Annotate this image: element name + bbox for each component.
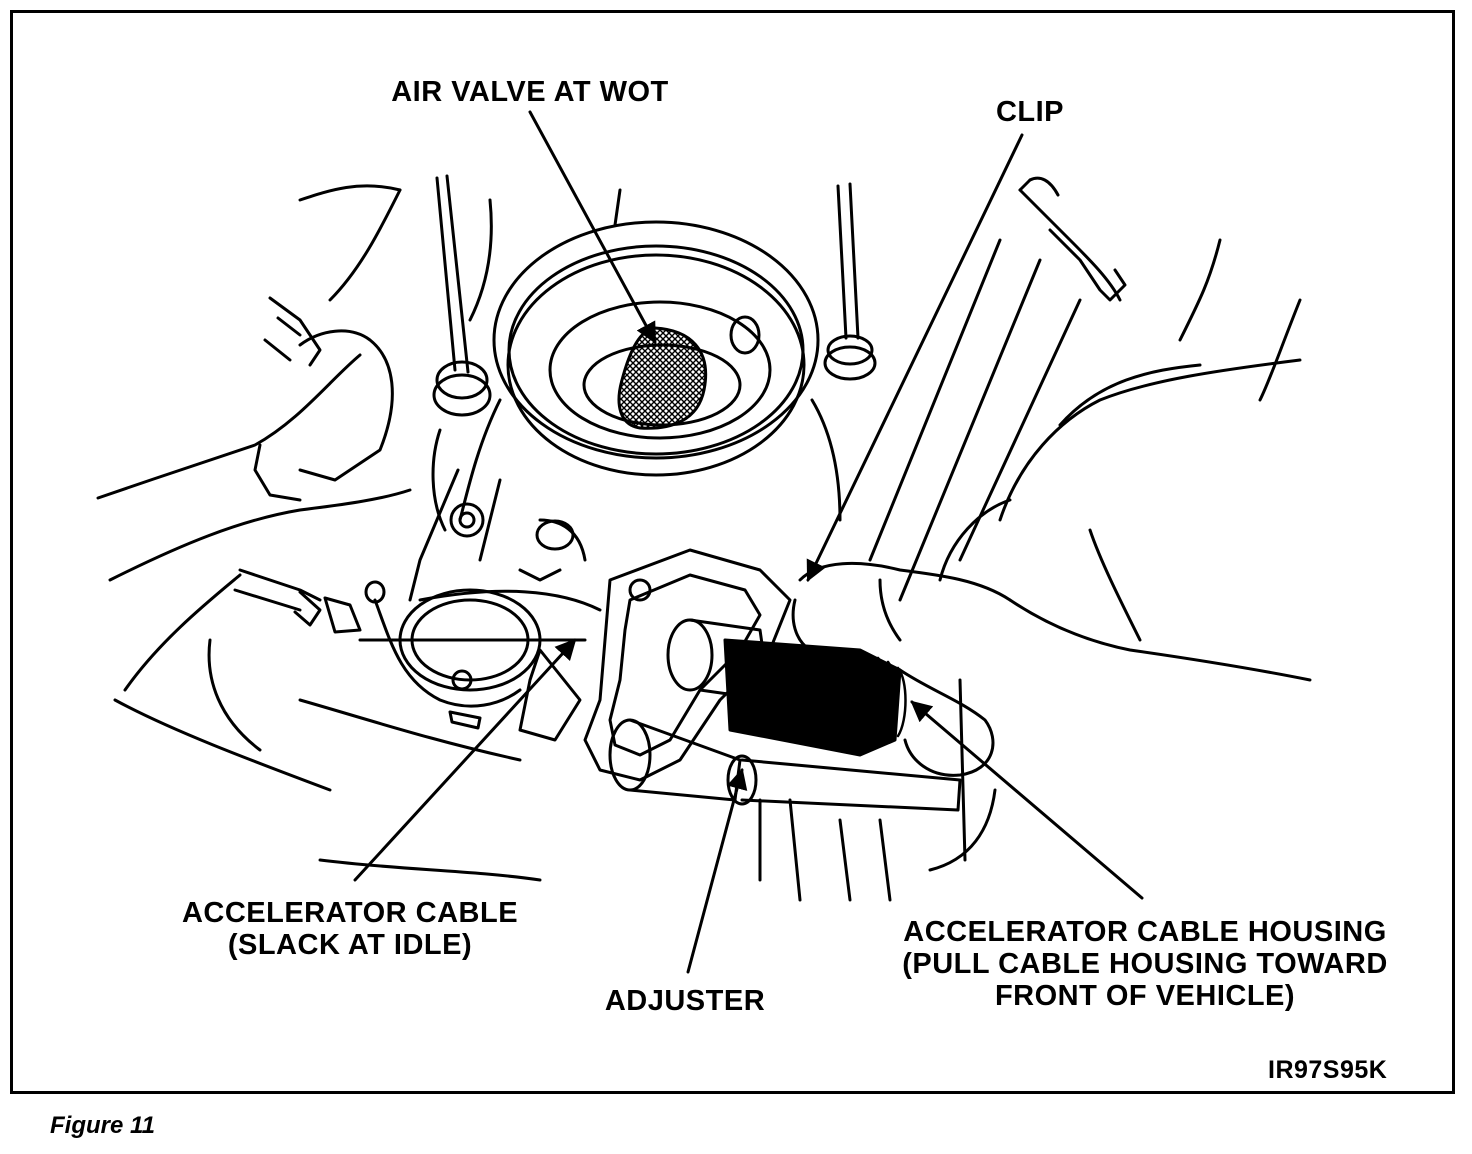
rods	[435, 174, 860, 374]
leader-accel-cable	[353, 638, 577, 882]
label-adjuster: ADJUSTER	[604, 985, 766, 1017]
figure-code: IR97S95K	[1268, 1056, 1388, 1084]
label-accelerator-cable-line1: ACCELERATOR CABLE	[181, 897, 519, 929]
air-valve	[617, 326, 707, 430]
right-tube	[868, 176, 1302, 602]
leader-adjuster	[686, 767, 748, 974]
figure-caption: Figure 11	[50, 1112, 155, 1139]
label-accelerator-cable-line2: (SLACK AT IDLE)	[227, 929, 473, 961]
label-accelerator-cable: ACCELERATOR CABLE (SLACK AT IDLE)	[160, 897, 540, 961]
leader-air-valve	[528, 110, 657, 344]
leader-housing	[910, 700, 1144, 900]
leader-clip	[806, 133, 1024, 582]
label-housing-line1: ACCELERATOR CABLE HOUSING	[903, 916, 1387, 948]
linkage	[113, 568, 602, 882]
right-hand	[791, 358, 1312, 872]
callout-leaders	[353, 110, 1144, 974]
label-clip: CLIP	[995, 96, 1065, 128]
label-housing-line3: FRONT OF VEHICLE)	[994, 980, 1296, 1012]
figure-frame	[10, 10, 1455, 1094]
label-air-valve-at-wot: AIR VALVE AT WOT	[391, 76, 669, 108]
left-hand	[96, 184, 412, 692]
cable-housing	[723, 638, 902, 757]
label-accelerator-cable-housing: ACCELERATOR CABLE HOUSING (PULL CABLE HO…	[880, 916, 1410, 1012]
label-housing-line2: (PULL CABLE HOUSING TOWARD	[902, 948, 1388, 980]
throttle-body	[408, 220, 877, 602]
